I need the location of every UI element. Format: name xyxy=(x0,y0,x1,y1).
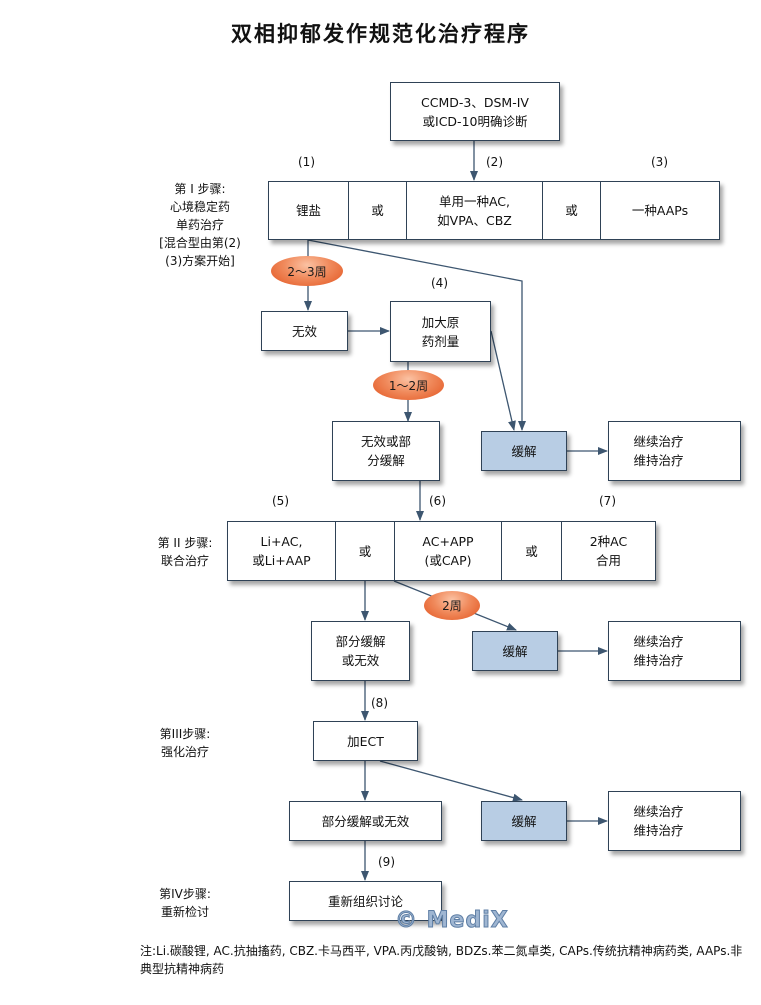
partial-or-ineffective-box: 部分缓解 或无效 xyxy=(311,621,410,681)
continue-label: 继续治疗 xyxy=(633,634,684,649)
page-title: 双相抑郁发作规范化治疗程序 xyxy=(231,22,530,46)
step3-label: 第III步骤: 强化治疗 xyxy=(159,727,211,759)
option-number-6: (6) xyxy=(429,494,446,508)
continue-treatment-box-1: 继续治疗维持治疗 xyxy=(608,421,741,481)
or-separator: 或 xyxy=(336,522,395,580)
option-number-5: (5) xyxy=(272,494,289,508)
step1-options-row: 锂盐 或 单用一种AC, 如VPA、CBZ 或 一种AAPs xyxy=(268,181,720,240)
option-number-8: (8) xyxy=(371,696,388,710)
arrow-lithium-to-remission xyxy=(307,239,526,431)
option-number-7: (7) xyxy=(599,494,616,508)
add-ect-box: 加ECT xyxy=(313,721,418,761)
continue-label: 继续治疗 xyxy=(633,804,684,819)
duration-badge-2-weeks: 2周 xyxy=(424,591,480,620)
option-aaps: 一种AAPs xyxy=(631,203,689,218)
option-number-9: (9) xyxy=(378,855,395,869)
or-separator: 或 xyxy=(349,182,407,239)
increase-dose-box: 加大原 药剂量 xyxy=(390,301,491,362)
continue-treatment-box-2: 继续治疗维持治疗 xyxy=(608,621,741,681)
step1-label: 第 I 步骤: 心境稳定药 单药治疗 [混合型由第(2) (3)方案开始] xyxy=(159,182,241,268)
maintain-label: 维持治疗 xyxy=(633,823,684,838)
maintain-label: 维持治疗 xyxy=(633,453,684,468)
option-two-ac: 2种AC 合用 xyxy=(589,534,628,568)
option-ac: 单用一种AC, 如VPA、CBZ xyxy=(407,182,543,239)
option-number-4: (4) xyxy=(431,276,448,290)
duration-badge-2-3-weeks: 2～3周 xyxy=(271,256,343,286)
diagnosis-box: CCMD-3、DSM-IV 或ICD-10明确诊断 xyxy=(390,82,560,141)
step4-label: 第IV步骤: 重新检讨 xyxy=(159,887,211,919)
maintain-label: 维持治疗 xyxy=(633,653,684,668)
continue-label: 继续治疗 xyxy=(633,434,684,449)
arrow-ect-to-remission xyxy=(379,760,523,802)
ineffective-or-partial-box: 无效或部 分缓解 xyxy=(332,421,440,481)
ineffective-box: 无效 xyxy=(261,311,348,351)
arrow-increase-to-remission xyxy=(490,330,516,431)
reorganize-discussion-box: 重新组织讨论 xyxy=(289,881,442,921)
partial-or-ineffective-box-2: 部分缓解或无效 xyxy=(289,801,442,841)
option-ac-app: AC+APP (或CAP) xyxy=(395,522,502,580)
continue-treatment-box-3: 继续治疗维持治疗 xyxy=(608,791,741,851)
or-separator: 或 xyxy=(543,182,601,239)
option-li-combo: Li+AC, 或Li+AAP xyxy=(228,522,336,580)
or-separator: 或 xyxy=(502,522,562,580)
remission-box-2: 缓解 xyxy=(472,631,558,671)
watermark: © MediX xyxy=(395,908,509,934)
footnote: 注:Li.碳酸锂, AC.抗抽搐药, CBZ.卡马西平, VPA.丙戊酸钠, B… xyxy=(140,944,743,976)
remission-box-1: 缓解 xyxy=(481,431,567,471)
option-number-3: (3) xyxy=(651,155,668,169)
remission-box-3: 缓解 xyxy=(481,801,567,841)
step2-label: 第 II 步骤: 联合治疗 xyxy=(157,536,213,568)
step2-options-row: Li+AC, 或Li+AAP 或 AC+APP (或CAP) 或 2种AC 合用 xyxy=(227,521,656,581)
duration-badge-1-2-weeks: 1～2周 xyxy=(373,370,444,400)
option-number-1: (1) xyxy=(298,155,315,169)
option-number-2: (2) xyxy=(486,155,503,169)
option-lithium: 锂盐 xyxy=(269,182,349,239)
